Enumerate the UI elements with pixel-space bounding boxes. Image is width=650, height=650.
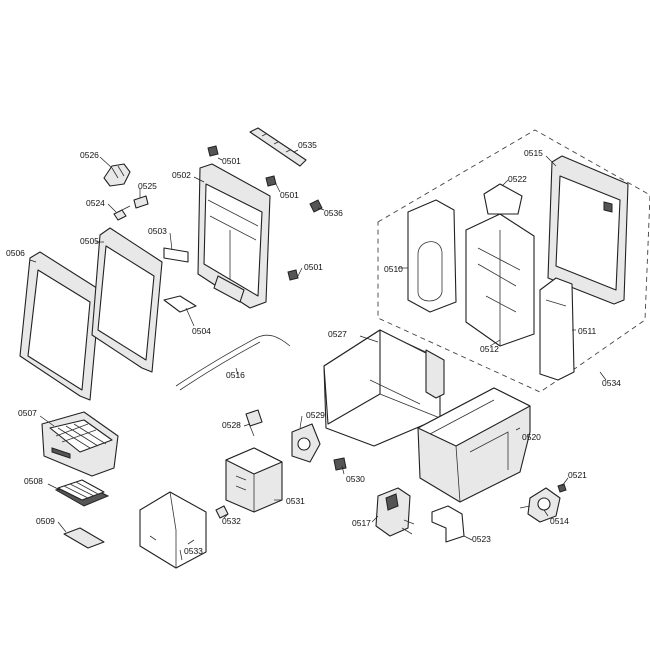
label-0531: 0531 <box>286 496 305 506</box>
label-0511: 0511 <box>578 326 597 336</box>
part-0517 <box>375 487 415 537</box>
label-0507: 0507 <box>18 408 37 418</box>
label-0501a: 0501 <box>222 156 241 166</box>
label-0512: 0512 <box>480 344 499 354</box>
label-0529: 0529 <box>306 410 325 420</box>
part-0531 <box>225 447 283 513</box>
label-0503: 0503 <box>148 226 167 236</box>
part-0522 <box>483 183 523 215</box>
part-0524 <box>113 205 131 221</box>
part-0516 <box>175 334 291 391</box>
part-0536 <box>309 199 323 213</box>
label-0509: 0509 <box>36 516 55 526</box>
part-0535 <box>249 127 307 167</box>
label-0517: 0517 <box>352 518 371 528</box>
label-0526: 0526 <box>80 150 99 160</box>
part-0501a <box>207 145 219 157</box>
label-0528: 0528 <box>222 420 241 430</box>
part-0509 <box>63 527 105 549</box>
part-0529 <box>291 423 321 463</box>
part-0530 <box>333 457 347 471</box>
label-0502: 0502 <box>172 170 191 180</box>
label-0536: 0536 <box>324 208 343 218</box>
label-0533: 0533 <box>184 546 203 556</box>
label-0505: 0505 <box>80 236 99 246</box>
label-0535: 0535 <box>298 140 317 150</box>
part-0525 <box>133 195 149 209</box>
part-0502 <box>197 163 271 309</box>
label-0501c: 0501 <box>304 262 323 272</box>
label-0523: 0523 <box>472 534 491 544</box>
part-0507 <box>41 411 119 477</box>
part-0508 <box>54 479 110 507</box>
label-0510: 0510 <box>384 264 403 274</box>
label-0521: 0521 <box>568 470 587 480</box>
label-0530: 0530 <box>346 474 365 484</box>
label-0527: 0527 <box>328 329 347 339</box>
part-0511 <box>539 277 575 381</box>
label-0520: 0520 <box>522 432 541 442</box>
label-0504: 0504 <box>192 326 211 336</box>
part-0521 <box>557 483 567 493</box>
part-0520 <box>417 387 531 503</box>
part-0501c <box>287 269 299 281</box>
leader-lines <box>29 149 607 561</box>
part-0527 <box>323 329 445 447</box>
label-0515: 0515 <box>524 148 543 158</box>
part-0501b <box>265 175 277 187</box>
label-0506: 0506 <box>6 248 25 258</box>
part-0514 <box>519 487 561 523</box>
label-0508: 0508 <box>24 476 43 486</box>
assembly-outline-0534 <box>377 129 650 393</box>
part-0505 <box>91 227 163 373</box>
part-0512 <box>465 213 535 347</box>
part-0528 <box>245 409 263 437</box>
label-0516: 0516 <box>226 370 245 380</box>
part-0503 <box>163 247 189 263</box>
label-0525: 0525 <box>138 181 157 191</box>
label-0524: 0524 <box>86 198 105 208</box>
label-0514: 0514 <box>550 516 569 526</box>
part-0506 <box>19 251 101 401</box>
label-0501b: 0501 <box>280 190 299 200</box>
part-0533 <box>139 491 207 569</box>
part-0526 <box>103 163 131 187</box>
part-0523 <box>431 505 465 543</box>
label-0534: 0534 <box>602 378 621 388</box>
label-0522: 0522 <box>508 174 527 184</box>
part-0504 <box>163 295 197 313</box>
part-0515 <box>547 155 629 305</box>
part-0510 <box>407 199 457 313</box>
label-0532: 0532 <box>222 516 241 526</box>
